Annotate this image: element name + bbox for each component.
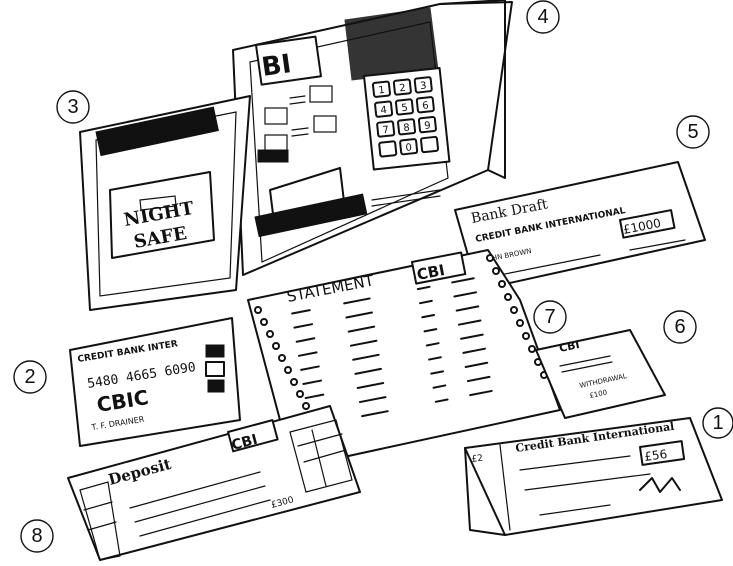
statement-row xyxy=(293,291,477,329)
svg-text:6: 6 xyxy=(422,100,429,112)
sprocket-hole xyxy=(272,342,280,350)
withdrawal-slip: CBI WITHDRAWAL £100 xyxy=(535,329,666,419)
sprocket-hole xyxy=(302,402,310,410)
svg-text:2: 2 xyxy=(399,83,406,95)
svg-text:5: 5 xyxy=(687,121,698,143)
svg-text:0: 0 xyxy=(405,142,412,154)
statement-row xyxy=(304,361,489,400)
svg-text:4: 4 xyxy=(537,6,548,28)
sprocket-hole xyxy=(486,254,494,262)
atm-key: 7 xyxy=(376,120,396,138)
sprocket-hole xyxy=(504,293,512,301)
atm-key: 1 xyxy=(371,80,391,98)
atm-key: 9 xyxy=(417,116,437,134)
svg-text:1: 1 xyxy=(712,412,723,434)
sprocket-hole xyxy=(296,390,304,398)
cheque-book: £2 Credit Bank International £56 xyxy=(464,417,723,536)
sprocket-hole xyxy=(266,330,274,338)
cheque-stub-amount: £2 xyxy=(471,453,484,464)
atm-key xyxy=(420,135,440,154)
sprocket-hole xyxy=(522,332,530,340)
atm-keypad: 1 2 3 4 5 6 7 8 90 xyxy=(371,76,440,158)
sprocket-hole xyxy=(492,267,500,275)
sprocket-hole xyxy=(290,378,298,386)
sprocket-hole xyxy=(278,354,286,362)
callout-8: 8 xyxy=(20,519,54,553)
sprocket-hole xyxy=(254,306,262,314)
atm-key: 2 xyxy=(392,78,412,96)
svg-text:5: 5 xyxy=(401,103,408,115)
sprocket-hole xyxy=(260,318,268,326)
atm-key: 3 xyxy=(413,76,433,94)
atm-key xyxy=(378,140,398,158)
svg-text:4: 4 xyxy=(380,105,387,117)
atm-key: 6 xyxy=(415,96,435,114)
svg-text:7: 7 xyxy=(544,306,555,328)
svg-text:2: 2 xyxy=(24,366,35,388)
sprocket-hole xyxy=(516,319,524,327)
callout-4: 4 xyxy=(526,0,560,34)
svg-text:3: 3 xyxy=(420,81,427,93)
svg-text:9: 9 xyxy=(424,120,431,132)
atm-logo: BI xyxy=(260,49,293,83)
cheque-amount: £56 xyxy=(643,447,668,464)
statement-row xyxy=(300,333,484,371)
atm-key: 0 xyxy=(399,138,419,156)
withdrawal-logo: CBI xyxy=(558,338,581,355)
svg-text:8: 8 xyxy=(403,123,410,135)
callout-5: 5 xyxy=(676,115,710,149)
deposit-logo: CBI xyxy=(230,432,259,454)
statement-row xyxy=(297,319,482,357)
atm-key: 5 xyxy=(394,98,414,116)
withdrawal-amount: £100 xyxy=(589,388,608,400)
deposit-slip: Deposit CBI £300 xyxy=(67,405,361,561)
callout-1: 1 xyxy=(702,407,733,439)
callout-3: 3 xyxy=(56,90,90,124)
callout-6: 6 xyxy=(663,310,697,344)
callout-7: 7 xyxy=(533,300,567,334)
svg-text:3: 3 xyxy=(67,96,78,118)
svg-text:1: 1 xyxy=(378,85,385,97)
callout-2: 2 xyxy=(13,360,47,394)
svg-text:8: 8 xyxy=(31,525,42,547)
atm-key: 8 xyxy=(397,118,417,136)
statement-row xyxy=(302,347,486,385)
statement-row xyxy=(295,305,480,343)
svg-text:6: 6 xyxy=(674,316,685,338)
atm-machine: BI 1 2 3 4 5 6 7 8 90 xyxy=(232,0,513,276)
statement-logo: CBI xyxy=(415,261,446,284)
sprocket-hole xyxy=(528,345,536,353)
sprocket-hole xyxy=(498,280,506,288)
atm-key: 4 xyxy=(374,100,394,118)
statement-row xyxy=(291,277,475,315)
svg-text:7: 7 xyxy=(382,125,389,137)
night-safe: NIGHT SAFE xyxy=(79,95,251,311)
sprocket-hole xyxy=(510,306,518,314)
sprocket-hole xyxy=(284,366,292,374)
credit-card: CREDIT BANK INTER 5480 4665 6090 CBIC T.… xyxy=(69,317,241,447)
